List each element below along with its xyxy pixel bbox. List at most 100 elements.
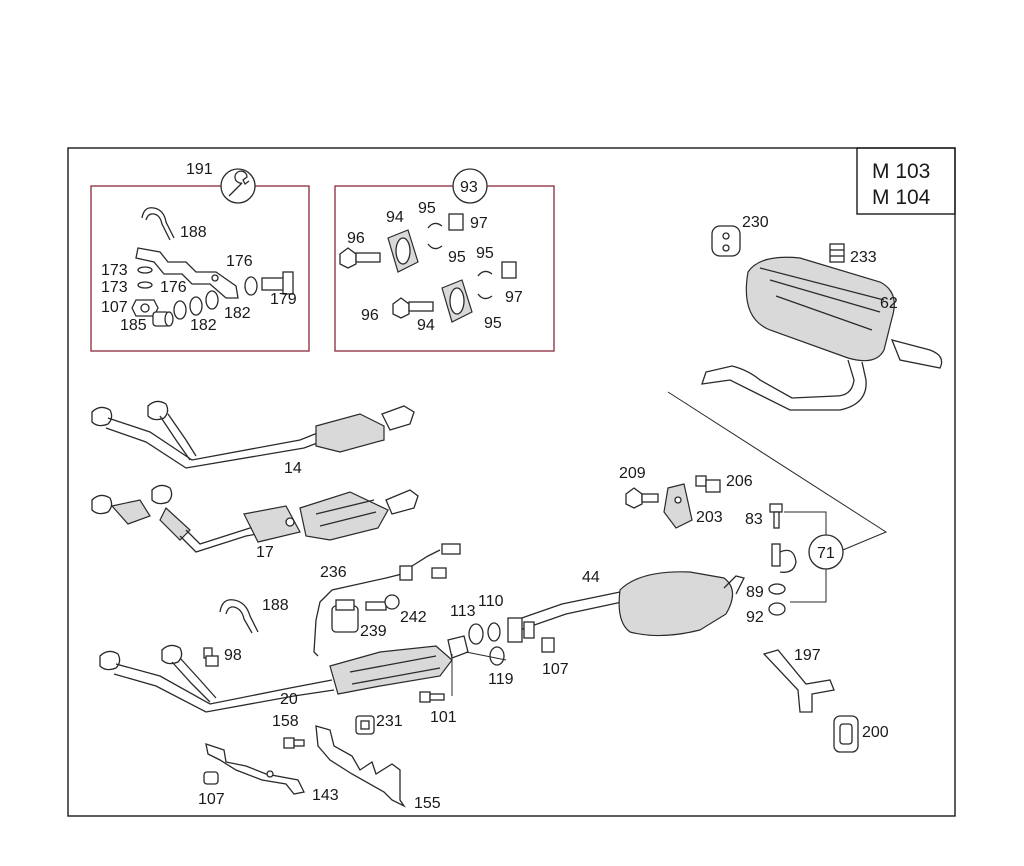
engine-label-1: M 103 — [872, 160, 930, 183]
clamp-parts-113-110 — [468, 617, 535, 645]
label-230: 230 — [742, 214, 769, 231]
bolt-98 — [203, 647, 219, 667]
label-188-a: 188 — [180, 224, 207, 241]
bracket-143 — [205, 743, 305, 795]
label-119: 119 — [488, 671, 514, 688]
washer-182-b — [244, 276, 258, 296]
label-179: 179 — [270, 291, 297, 308]
ring-119 — [489, 646, 505, 666]
label-185: 185 — [120, 317, 147, 334]
ring-95-b — [427, 243, 443, 250]
label-236: 236 — [320, 564, 347, 581]
label-98: 98 — [224, 647, 242, 664]
label-96-a: 96 — [347, 230, 365, 247]
label-206: 206 — [726, 473, 753, 490]
oxygen-sensor-239 — [313, 599, 359, 657]
flange-94-a — [387, 229, 419, 273]
label-101: 101 — [430, 709, 457, 726]
label-188-b: 188 — [262, 597, 289, 614]
label-182-a: 182 — [190, 317, 217, 334]
label-173-a: 173 — [101, 262, 128, 279]
exhaust-pipe-20 — [99, 635, 469, 713]
label-14: 14 — [284, 460, 302, 477]
ring-95-c — [477, 270, 493, 277]
callout-71-bracket — [784, 511, 827, 603]
clamp-kit-subbox — [334, 185, 555, 352]
label-113: 113 — [450, 603, 476, 620]
rubber-231 — [355, 715, 375, 735]
assembly-line-62 — [667, 391, 888, 553]
label-110: 110 — [478, 593, 504, 610]
label-158: 158 — [272, 713, 299, 730]
exhaust-pipe-17 — [91, 484, 419, 553]
ring-95-d — [477, 293, 493, 300]
bolt-209 — [625, 487, 659, 509]
engine-label-2: M 104 — [872, 186, 931, 209]
label-209: 209 — [619, 465, 646, 482]
washer-89 — [768, 583, 786, 595]
washer-173-b — [137, 281, 153, 289]
label-155: 155 — [414, 795, 441, 812]
wrench-icon — [228, 170, 250, 197]
ring-95-a — [427, 222, 443, 229]
label-44: 44 — [582, 569, 600, 586]
label-203: 203 — [696, 509, 723, 526]
exhaust-pipe-14 — [91, 400, 415, 469]
middle-muffler-44 — [515, 571, 745, 637]
label-97-b: 97 — [505, 289, 523, 306]
nut-107-b — [541, 637, 555, 653]
label-197: 197 — [794, 647, 821, 664]
label-176-a: 176 — [226, 253, 253, 270]
label-107-a: 107 — [101, 299, 128, 316]
sensor-cable-236 — [315, 543, 461, 621]
rubber-mount-230 — [711, 225, 741, 257]
label-176-b: 176 — [160, 279, 187, 296]
callout-191-label: 191 — [186, 161, 213, 178]
toolkit-subbox — [90, 185, 310, 352]
label-182-b: 182 — [224, 305, 251, 322]
callout-71-label: 71 — [817, 545, 835, 562]
label-89: 89 — [746, 584, 764, 601]
mount-200 — [833, 715, 859, 753]
label-96-b: 96 — [361, 307, 379, 324]
label-233: 233 — [850, 249, 877, 266]
nut-97-b — [501, 261, 517, 279]
label-92: 92 — [746, 609, 764, 626]
label-173-b: 173 — [101, 279, 128, 296]
label-231: 231 — [376, 713, 403, 730]
label-95-d: 95 — [484, 315, 502, 332]
heat-shield-155 — [315, 725, 406, 808]
label-143: 143 — [312, 787, 339, 804]
label-17: 17 — [256, 544, 274, 561]
diagram-frame — [67, 147, 956, 817]
label-94-a: 94 — [386, 209, 404, 226]
leader-119 — [465, 651, 507, 661]
label-95-a: 95 — [418, 200, 436, 217]
nut-92 — [768, 602, 786, 616]
nut-97-a — [448, 213, 464, 231]
bolt-101 — [419, 691, 445, 703]
callout-93-circle — [452, 168, 488, 204]
label-97-a: 97 — [470, 215, 488, 232]
mount-203 — [663, 483, 693, 529]
label-95-c: 95 — [476, 245, 494, 262]
label-83: 83 — [745, 511, 763, 528]
label-62: 62 — [880, 295, 898, 312]
bolt-83 — [769, 503, 783, 529]
label-239: 239 — [360, 623, 387, 640]
nut-107-c — [203, 771, 219, 785]
label-242: 242 — [400, 609, 427, 626]
bracket-176 — [135, 247, 239, 299]
sleeve-185 — [152, 311, 174, 327]
washer-173-a — [137, 266, 153, 274]
flange-94-b — [441, 279, 473, 323]
label-95-b: 95 — [448, 249, 466, 266]
label-200: 200 — [862, 724, 889, 741]
engine-variant-box — [856, 147, 956, 215]
callout-93-label: 93 — [460, 179, 478, 196]
rubber-182-a — [173, 290, 219, 320]
label-107-c: 107 — [198, 791, 225, 808]
label-107-b: 107 — [542, 661, 569, 678]
stop-233 — [829, 243, 845, 263]
